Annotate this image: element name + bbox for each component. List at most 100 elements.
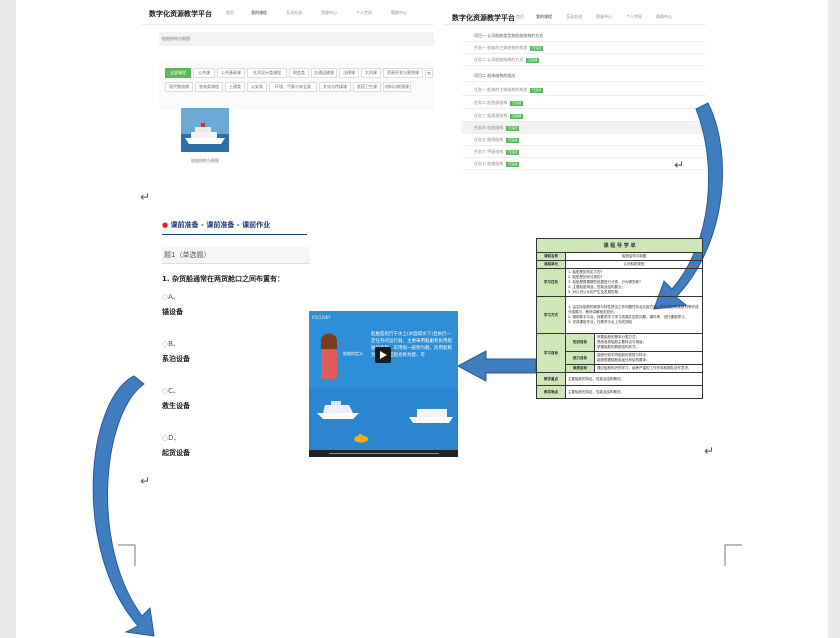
category-tab[interactable]: 农林类课程 (195, 82, 223, 92)
platform-brand: 数字化资源教学平台 (149, 10, 212, 18)
nav-my-courses[interactable]: 我的课程 (251, 10, 267, 15)
nav-help[interactable]: 帮助中心 (656, 14, 672, 19)
ferry-image (409, 409, 453, 423)
nav-resources[interactable]: 资源中心 (596, 14, 612, 19)
paragraph-mark: ↵ (140, 190, 151, 204)
category-tab[interactable]: 法律课 (339, 68, 359, 78)
category-tab[interactable]: 资源开发与营销课 (383, 68, 423, 78)
nav-home[interactable]: 首页 (226, 10, 234, 15)
pre-class-assignment: ● 课前准备 - 课前准备 - 课前作业 题1（单选题） 1. 杂货船通常在两货… (162, 220, 310, 460)
category-tab[interactable]: 现代物流课 (165, 82, 193, 92)
category-tab[interactable]: 交通运输课 (311, 68, 337, 78)
radio-icon[interactable]: ○ (162, 387, 169, 395)
option-a[interactable]: ○A、 锚设备 (162, 293, 183, 316)
top-navbar: 数字化资源教学平台 首页 我的课程 互动交流 资源中心 个人空间 帮助中心 (444, 0, 706, 25)
category-tab[interactable]: 医药卫生课 (353, 82, 381, 92)
task-row[interactable]: 任务四 船底结构已完成 (462, 122, 706, 134)
course-value: 船舶结构与制图 (565, 252, 703, 261)
tasks-label: 学习任务 (536, 268, 566, 297)
task-row[interactable]: 任务三 船尾部结构已完成 (462, 110, 706, 122)
nav-home[interactable]: 首页 (516, 14, 524, 19)
category-tab[interactable]: 艺术设计类课程 (247, 68, 287, 78)
nav-personal[interactable]: 个人空间 (356, 10, 372, 15)
task-row[interactable]: 任务二 认识船舶结构的方式已完成 (462, 54, 706, 66)
video-logo: FOCUSKY (312, 315, 331, 320)
nav-help[interactable]: 帮助中心 (391, 10, 407, 15)
task-row[interactable]: 任务一 船体的主体结构的构造已完成 (462, 42, 706, 54)
category-tab[interactable]: 土建类 (225, 82, 245, 92)
radio-icon[interactable]: ○ (162, 293, 169, 301)
category-all[interactable]: 全部课程 (165, 68, 191, 78)
category-tab[interactable]: 公共基础课 (217, 68, 245, 78)
quality-cell: 通过船舶知识的学习，培养严谨的工作作风和团队协作意识。 (594, 364, 703, 373)
method-cell: 1. 由实际船舶的种类与特性提出工作问题任务及实施方案，学生通过阅读教材等完成分… (565, 296, 703, 334)
host-avatar (321, 333, 337, 379)
category-tab[interactable]: 材料与能源课 (383, 82, 411, 92)
play-icon (380, 351, 387, 359)
task-row[interactable]: 任务二 船首部结构已完成 (462, 97, 706, 109)
goals-label: 学习目标 (536, 333, 566, 373)
guide-title: 课 程 导 学 单 (536, 238, 703, 253)
key-cell: 主要船舶的特征，性能及结构概况。 (565, 372, 703, 386)
top-navbar: 数字化资源教学平台 首页 我的课程 互动交流 资源中心 个人空间 帮助中心 (141, 0, 434, 25)
breadcrumb: ● 课前准备 - 课前准备 - 课前作业 (162, 221, 271, 229)
option-c[interactable]: ○C、 救生设备 (162, 387, 190, 410)
course-caption: 船舶结构与制图 (191, 158, 219, 163)
unit-label: 课程单元 (536, 260, 566, 269)
curved-arrow-down-icon (92, 375, 155, 637)
option-d[interactable]: ○D、 起货设备 (162, 434, 190, 457)
category-tab[interactable]: 大科课 (361, 68, 381, 78)
question-text: 1. 杂货船通常在两货舱口之间布置有： (162, 275, 284, 283)
chapter-list-screenshot: 数字化资源教学平台 首页 我的课程 互动交流 资源中心 个人空间 帮助中心 项目… (444, 0, 706, 172)
course-label: 课程名称 (536, 252, 566, 261)
nav-my-courses[interactable]: 我的课程 (536, 14, 552, 19)
left-arrow-icon (456, 350, 537, 382)
radio-icon[interactable]: ○ (162, 340, 169, 348)
key-label: 教学重点 (536, 372, 566, 386)
category-tab[interactable]: 环境、气象与安全类 (269, 82, 317, 92)
nav-interaction[interactable]: 互动交流 (566, 14, 582, 19)
course-catalog-screenshot: 数字化资源教学平台 首页 我的课程 互动交流 资源中心 个人空间 帮助中心 船舶… (141, 0, 434, 172)
progress-track[interactable] (329, 453, 439, 454)
difficult-cell: 主要船舶的特征，性能及结构概况。 (565, 385, 703, 399)
search-bar[interactable]: 船舶结构与制图 (159, 32, 434, 46)
ship-thumbnail (181, 108, 229, 152)
difficult-label: 教学难点 (536, 385, 566, 399)
quality-label: 素质目标 (565, 364, 595, 373)
ability-label: 能力目标 (565, 351, 595, 365)
task-row[interactable]: 任务一 船体的主体结构的构造已完成 (462, 84, 706, 96)
category-tab[interactable]: 公共课 (193, 68, 215, 78)
category-tab[interactable]: 文化与传媒课 (319, 82, 351, 92)
nav-personal[interactable]: 个人空间 (626, 14, 642, 19)
method-label: 学习方式 (536, 296, 566, 334)
category-tab[interactable]: 公安类 (247, 82, 267, 92)
margin-corner-mark (118, 544, 136, 566)
nav-interaction[interactable]: 互动交流 (286, 10, 302, 15)
task-row[interactable]: 任务五 舷侧结构已完成 (462, 134, 706, 146)
task-row[interactable]: 任务六 甲板结构已完成 (462, 146, 706, 158)
radio-icon[interactable]: ○ (162, 434, 169, 442)
play-button[interactable] (375, 347, 391, 363)
paragraph-mark: ↵ (140, 474, 151, 488)
nav-resources[interactable]: 资源中心 (321, 10, 337, 15)
document-page: 数字化资源教学平台 首页 我的课程 互动交流 资源中心 个人空间 帮助中心 船舶… (16, 0, 828, 638)
video-caption: 船舶是指行于水上(水面或水下)且执行一定任务的运行器，主要采用船舶和民用船舶的统… (371, 332, 452, 358)
category-tab[interactable]: 财会类 (289, 68, 309, 78)
video-controls[interactable] (309, 450, 458, 457)
knowledge-label: 知识目标 (565, 333, 595, 352)
project-row[interactable]: 项目一 认识船舶类型和船舶结构的方式 (462, 30, 706, 42)
course-card[interactable]: 船舶结构与制图 (181, 108, 229, 163)
unit-value: 认识船舶类型 (565, 260, 703, 269)
paragraph-mark: ↵ (674, 158, 685, 172)
option-b[interactable]: ○B、 系泊设备 (162, 340, 190, 363)
video-player[interactable]: FOCUSKY 船舶的定义 船舶是指行于水上(水面或水下)且执行一定任务的运行器… (309, 311, 458, 457)
question-type: 题1（单选题） (162, 247, 310, 264)
yacht-image (317, 401, 359, 419)
ability-cell: 能够识别不同船舶的类型与特点； 能够根据船舶用途分析结构要求。 (594, 351, 703, 365)
project-row[interactable]: 项目二 船体结构的组成 (462, 70, 706, 82)
knowledge-cell: 掌握船舶的基本分类方式； 熟悉各类船舶主要特点与用途； 掌握船舶的典型结构形式。 (594, 333, 703, 352)
category-tab[interactable]: 云 (425, 68, 433, 78)
course-guide-table: 课 程 导 学 单 课程名称船舶结构与制图 课程单元认识船舶类型 学习任务 1.… (536, 238, 703, 399)
tasks-cell: 1. 船舶是如何定义的？ 2. 船舶是如何分类的？ 3. 船舶是根据哪些依据进行… (565, 268, 703, 297)
task-row[interactable]: 任务七 船楼结构已完成 (462, 158, 706, 170)
